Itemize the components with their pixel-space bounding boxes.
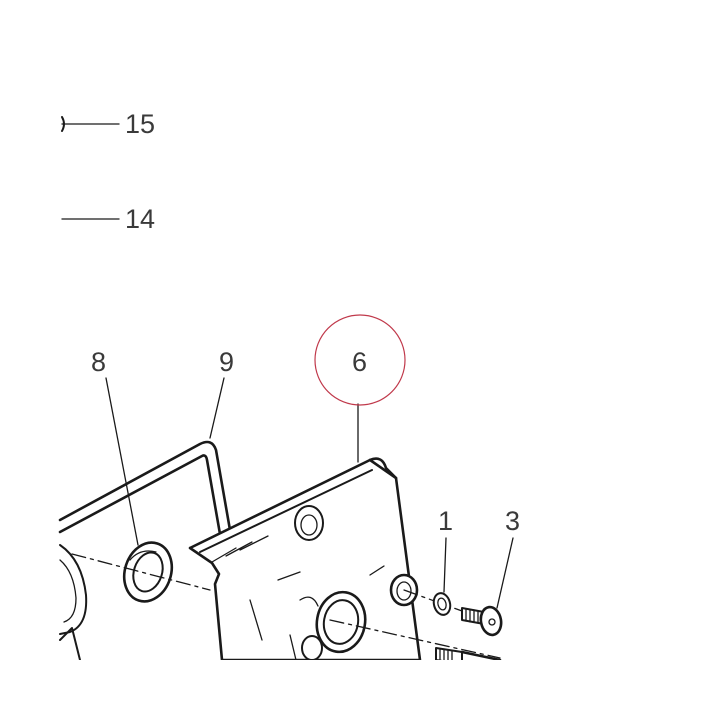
callout-8[interactable]: 8 bbox=[91, 347, 139, 546]
callout-15[interactable]: 15 bbox=[61, 109, 155, 139]
callout-15-label: 15 bbox=[125, 109, 155, 139]
assembly-axis-upper bbox=[71, 553, 211, 591]
callout-14[interactable]: 14 bbox=[61, 204, 155, 234]
highlight-circle bbox=[314, 314, 406, 406]
gasket-9[interactable] bbox=[58, 440, 232, 536]
assembly-axis-lower bbox=[329, 619, 501, 659]
bolt-3[interactable]: 3 bbox=[461, 506, 520, 637]
housing-left bbox=[59, 544, 88, 661]
callout-6-label: 6 bbox=[352, 347, 367, 377]
callout-14-label: 14 bbox=[125, 204, 155, 234]
callout-8-label: 8 bbox=[91, 347, 106, 377]
callout-9[interactable]: 9 bbox=[209, 347, 234, 439]
callout-1-label: 1 bbox=[438, 506, 453, 536]
callout-6[interactable]: 6 bbox=[352, 347, 367, 377]
seal-ring-8[interactable] bbox=[117, 536, 179, 607]
callout-3-label: 3 bbox=[505, 506, 520, 536]
washer-1[interactable]: 1 bbox=[431, 506, 453, 617]
cover-6[interactable] bbox=[188, 457, 422, 662]
crop-mask bbox=[0, 660, 720, 720]
callout-9-label: 9 bbox=[219, 347, 234, 377]
